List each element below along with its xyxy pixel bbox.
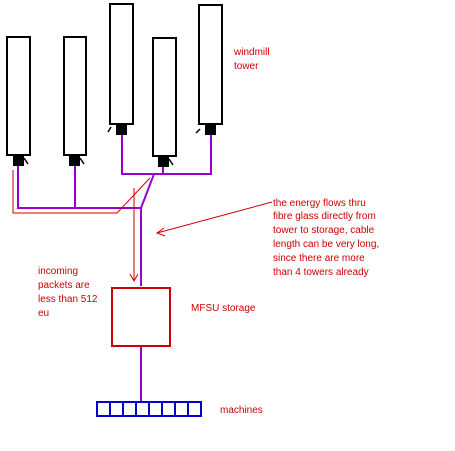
machines-label: machines: [220, 405, 263, 416]
energy-flow-note-line1: the energy flows thru: [273, 198, 366, 209]
tower-base: [158, 156, 169, 167]
flow-pointer-line: [156, 201, 273, 234]
flow-line-left: [12, 170, 117, 214]
windmill-label-line1: windmill: [233, 47, 270, 58]
machines-row: [96, 401, 202, 417]
energy-flow-arrows: [12, 170, 273, 283]
energy-flow-note-line3: tower to storage, cable: [273, 225, 375, 236]
windmill-tower-4: [152, 37, 177, 167]
cable-tower-1: [17, 166, 141, 209]
incoming-note-line4: eu: [38, 308, 49, 319]
energy-flow-note-line4: length can be very long,: [273, 239, 379, 250]
tower-body: [109, 3, 134, 125]
flow-pointer-head: [155, 227, 166, 237]
tower-base-tick: [23, 157, 29, 165]
windmill-tower-1: [6, 36, 31, 166]
tower-base-tick: [195, 128, 201, 134]
mfsu-storage-box: [111, 287, 171, 347]
tower-body: [6, 36, 31, 156]
incoming-note-line3: less than 512: [38, 294, 98, 305]
tower-base: [69, 155, 80, 166]
tower-base-tick: [79, 157, 85, 165]
tower-body: [152, 37, 177, 157]
tower-base-tick: [107, 126, 112, 133]
flow-arrowhead-down: [129, 273, 139, 283]
tower-base: [205, 124, 216, 135]
tower-body: [63, 36, 87, 156]
incoming-note-line2: packets are: [38, 280, 90, 291]
windmill-tower-3: [107, 3, 134, 135]
energy-flow-note-line5: since there are more: [273, 253, 365, 264]
energy-flow-note-line2: fibre glass directly from: [273, 211, 376, 222]
energy-flow-note-line6: than 4 towers already: [273, 267, 369, 278]
cable-tower-5: [163, 135, 212, 175]
windmill-tower-2: [63, 36, 87, 166]
windmill-tower-5: [195, 4, 223, 135]
tower-base-tick: [168, 158, 174, 166]
fibre-cables: [17, 135, 212, 402]
tower-body: [198, 4, 223, 125]
storage-label: MFSU storage: [191, 303, 256, 314]
tower-base: [13, 155, 24, 166]
tower-base: [116, 124, 127, 135]
cable-tower-3: [121, 135, 163, 175]
incoming-note-line1: incoming: [38, 266, 78, 277]
windmill-label-line2: tower: [234, 61, 259, 72]
cable-junction: [140, 173, 155, 209]
